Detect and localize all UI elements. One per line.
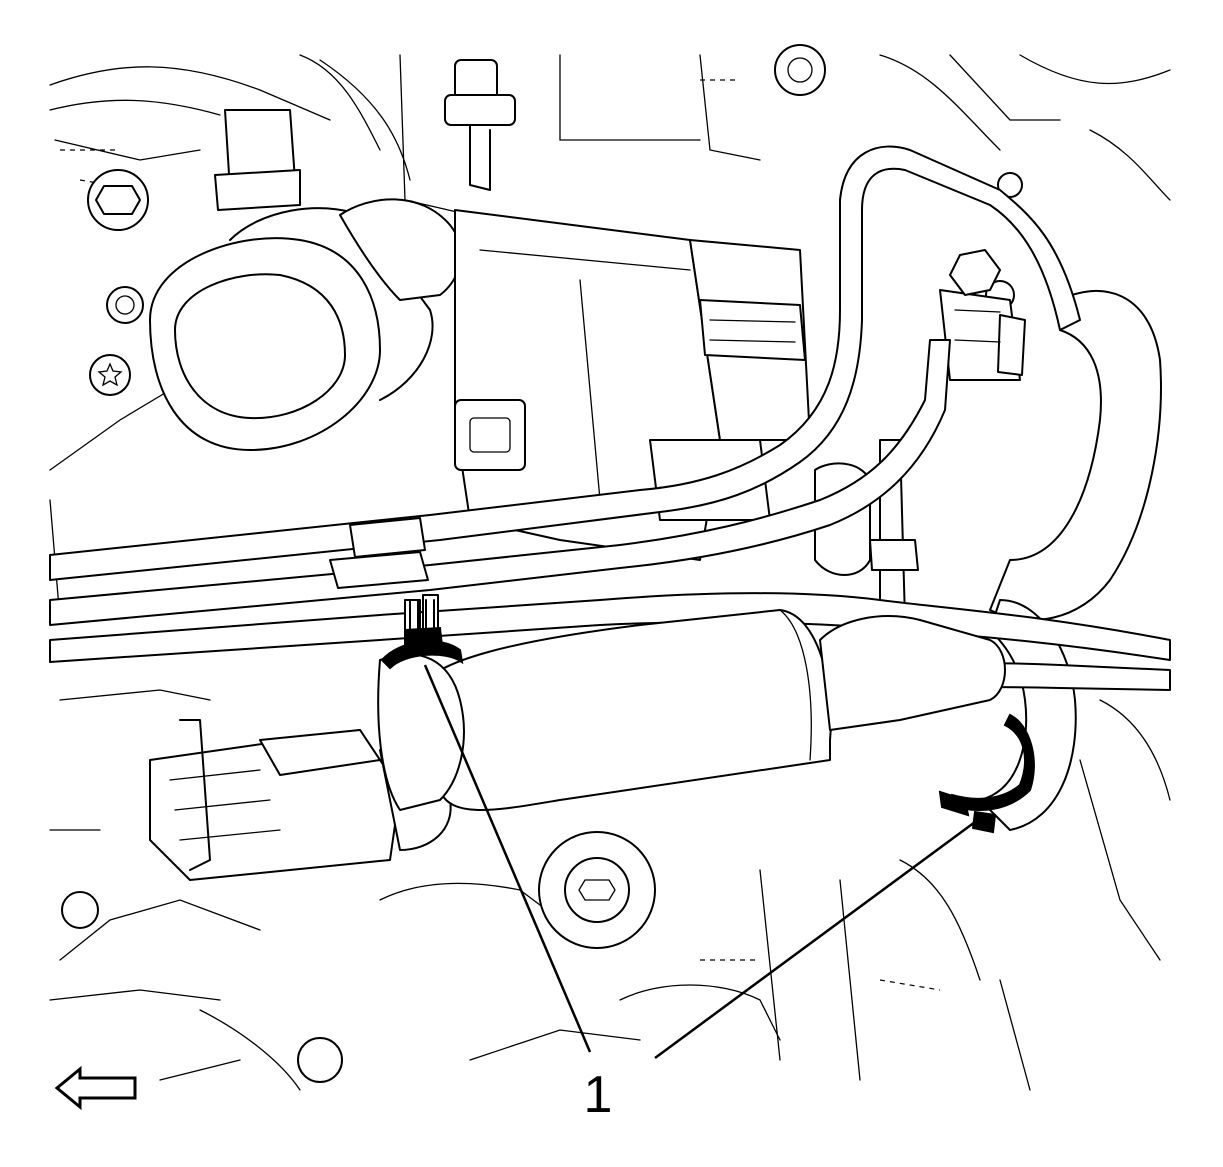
bolt-star-left [89,354,131,396]
hose-clamp-left [380,599,464,670]
pipe-bracket [329,517,429,589]
sensor-top [444,59,516,191]
fuel-filter-canister [415,609,1006,811]
leader-line-left [423,664,592,1053]
connector-right [939,289,1026,381]
bolt-bottom-mid [297,1037,343,1083]
arrow-left-icon [54,1065,137,1111]
hose-clamp-right [938,713,1035,834]
ignition-coil [149,198,462,451]
small-connector-top [214,109,301,211]
bolt-left-mid [106,286,144,324]
bolt-bottom-center [538,831,656,949]
bolt-top-left [87,169,149,231]
callout-label-1: 1 [584,1066,613,1124]
bolt-top-right [774,44,826,96]
bolt-bottom-left [61,891,99,929]
hex-nut-right [949,249,1001,296]
leader-line-right [654,820,976,1060]
callout-leaders [423,664,976,1060]
